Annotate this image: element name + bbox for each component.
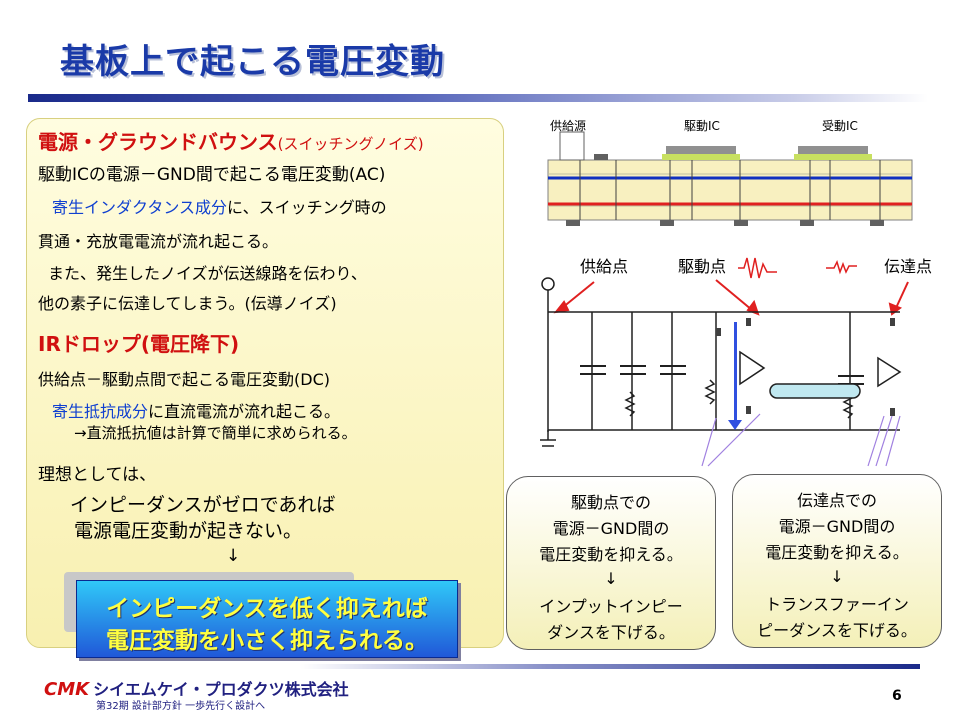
text-line-9: 理想としては、 — [38, 465, 157, 485]
callout-right-line-5: トランスファーイン — [765, 595, 909, 614]
text-line-7-rest: に直流電流が流れ起こる。 — [148, 402, 341, 421]
cmk-logo-text: CMK — [44, 679, 90, 700]
via-markers — [716, 318, 895, 416]
heading-ground-bounce: 電源・グラウンドバウンス(スイッチングノイズ) — [38, 126, 424, 155]
callout-left-line-2: 電源－GND間の — [552, 519, 670, 538]
label-drive-point: 駆動点 — [678, 257, 726, 276]
text-line-2-rest: に、スイッチング時の — [227, 198, 387, 217]
text-line-6: 供給点－駆動点間で起こる電圧変動(DC) — [38, 370, 330, 389]
resistance-highlight: 寄生抵抗成分 — [52, 402, 149, 421]
footer-subtitle: 第32期 設計部方針 一歩先行く設計へ — [96, 701, 266, 712]
page-title: 基板上で起こる電圧変動 — [60, 42, 445, 82]
callout-left-line-1: 駆動点での — [570, 493, 651, 512]
label-driver-ic: 駆動IC — [684, 119, 720, 133]
label-supply-source: 供給源 — [550, 119, 586, 133]
text-line-2: 寄生インダクタンス成分に、スイッチング時の — [52, 194, 387, 218]
transfer-noise-icon — [826, 259, 857, 275]
banner-line-2: 電圧変動を小さく抑えられる。 — [106, 628, 428, 654]
callout-left-arrow: ↓ — [604, 569, 618, 588]
left-content-panel — [26, 118, 504, 648]
callout-pointers — [701, 413, 901, 467]
callout-transfer-point: 伝達点での 電源－GND間の 電圧変動を抑える。 ↓ トランスファーイン ピーダ… — [732, 474, 942, 648]
current-flow-arrows — [728, 322, 742, 430]
text-line-10: インピーダンスがゼロであれば — [70, 494, 336, 516]
label-supply-point: 供給点 — [580, 257, 628, 276]
title-underline-bar — [28, 94, 928, 102]
text-line-4: また、発生したノイズが伝送線路を伝わり、 — [48, 264, 367, 283]
callout-right-line-2: 電源－GND間の — [778, 517, 896, 536]
callout-drive-point: 駆動点での 電源－GND間の 電圧変動を抑える。 ↓ インプットインピー ダンス… — [506, 476, 716, 650]
text-line-1: 駆動ICの電源－GND間で起こる電圧変動(AC) — [38, 165, 386, 185]
page-number: 6 — [892, 688, 902, 704]
callout-right-arrow: ↓ — [830, 567, 844, 586]
pdn-circuit — [540, 277, 902, 447]
callout-left-line-3: 電圧変動を抑える。 — [539, 545, 683, 564]
callout-right-line-1: 伝達点での — [796, 491, 877, 510]
label-receiver-ic: 受動IC — [822, 119, 858, 133]
board-cross-section — [547, 131, 913, 226]
conclusion-banner: インピーダンスを低く抑えれば 電圧変動を小さく抑えられる。 — [76, 580, 458, 658]
callout-left-line-5: インプットインピー — [539, 597, 683, 616]
company-name: シイエムケイ・プロダクツ株式会社 — [93, 680, 349, 699]
text-line-11: 電源電圧変動が起きない。 — [74, 520, 303, 542]
noise-waveform-icon — [738, 257, 777, 279]
heading-main-text: 電源・グラウンドバウンス — [38, 130, 278, 154]
callout-right-line-3: 電圧変動を抑える。 — [765, 543, 909, 562]
pointer-arrows — [553, 279, 909, 316]
text-line-8: →直流抵抗値は計算で簡単に求められる。 — [74, 424, 357, 442]
banner-line-1: インピーダンスを低く抑えれば — [106, 596, 428, 622]
heading-ir-drop: IRドロップ(電圧降下) — [38, 332, 240, 356]
text-line-5: 他の素子に伝達してしまう。(伝導ノイズ) — [38, 294, 337, 313]
pdn-diagram: 供給源 駆動IC 受動IC 供給点 駆動点 伝達点 — [540, 119, 932, 467]
label-transfer-point: 伝達点 — [884, 257, 932, 276]
inductance-highlight: 寄生インダクタンス成分 — [52, 198, 228, 217]
down-arrow: ↓ — [226, 546, 241, 566]
heading-sub-text: (スイッチングノイズ) — [277, 135, 424, 153]
text-line-3: 貫通・充放電電流が流れ起こる。 — [38, 232, 279, 251]
footer-bar — [300, 664, 920, 669]
callout-left-line-6: ダンスを下げる。 — [547, 623, 675, 642]
callout-right-line-6: ピーダンスを下げる。 — [757, 621, 917, 640]
text-line-7: 寄生抵抗成分に直流電流が流れ起こる。 — [52, 398, 340, 422]
